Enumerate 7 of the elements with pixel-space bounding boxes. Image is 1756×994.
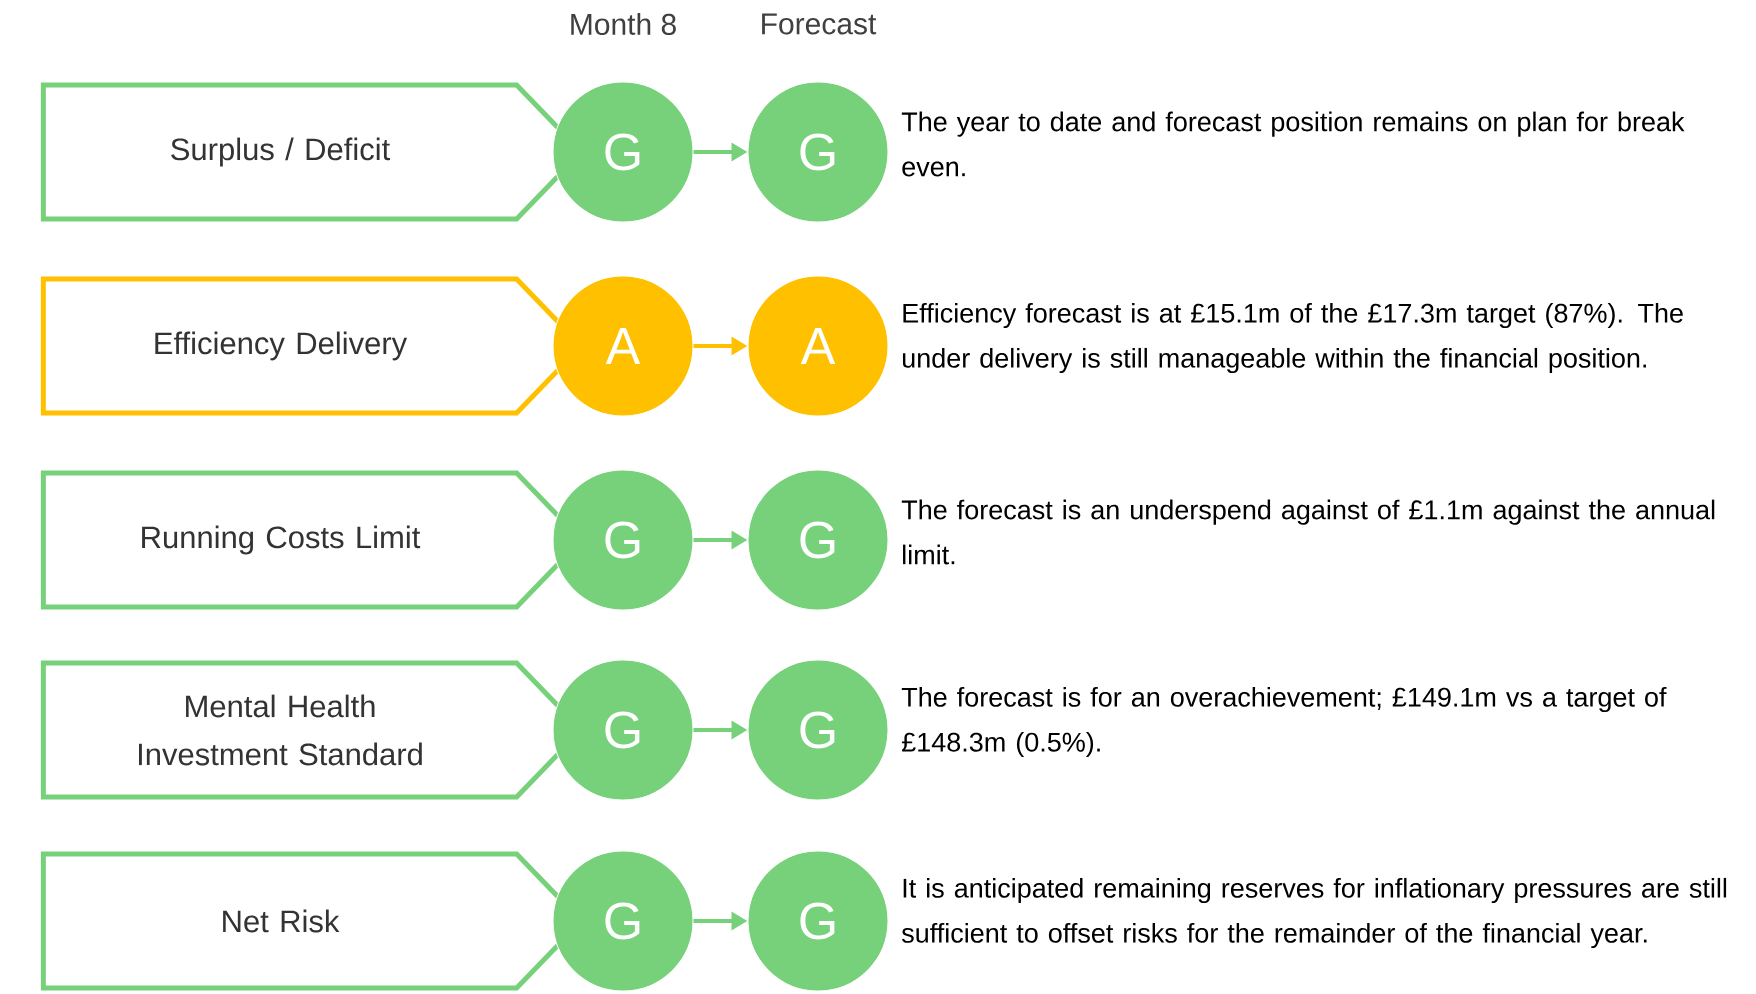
description-text: The year to date and forecast position remains on plan for break even. (901, 111, 1685, 177)
description-text: The forecast is an underspend against of £1.1m against the annual limit. (901, 499, 1715, 565)
description-text: It is anticipated remaining reserves for inflationary pressures are still sufficient to offset risks for the remainder of the financial year. (901, 877, 1727, 949)
column-header: Month 8 (571, 13, 676, 35)
description-text: The forecast is for an overachievement; £149.1m vs a target of £148.3m (0.5%). (901, 686, 1667, 758)
description-text: Efficiency forecast is at £15.1m of the £17.3m target (87%). The under delivery is still manageable within the financial position. (902, 302, 1683, 374)
column-header: Forecast (762, 13, 877, 35)
